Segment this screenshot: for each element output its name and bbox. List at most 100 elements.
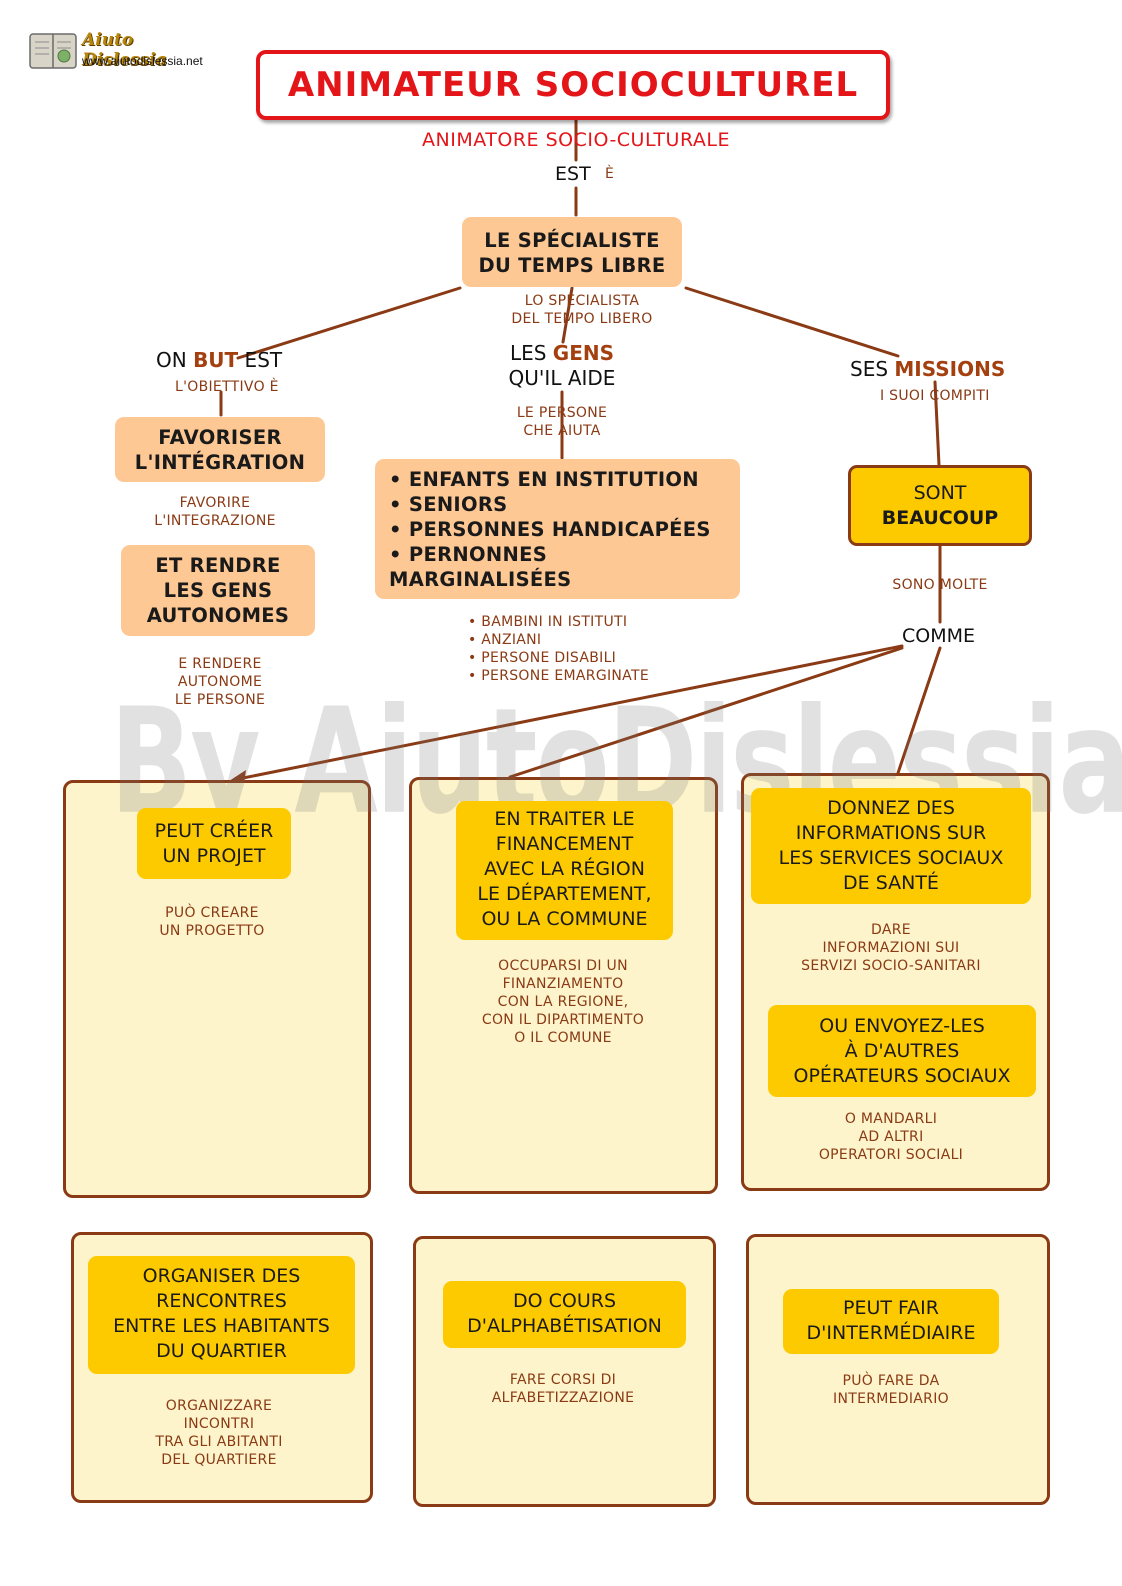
people-box: • ENFANTS EN INSTITUTION • SENIORS • PER…	[375, 459, 740, 599]
page-title: ANIMATEUR SOCIOCULTUREL	[287, 65, 859, 105]
line-comme-info	[896, 646, 942, 775]
rendre-translation-line3: LE PERSONE	[174, 692, 266, 708]
cours-line: DO COURS	[512, 1290, 616, 1312]
cours-translation-line: FARE CORSI DI	[509, 1372, 617, 1388]
link-gens-line2: QU'IL AIDE	[508, 366, 616, 390]
beaucoup-line2: BEAUCOUP	[881, 507, 999, 529]
logo-url: www.aiutodislessia.net	[82, 54, 203, 68]
rencontres-line: DU QUARTIER	[156, 1340, 287, 1362]
people-translation-item: • PERSONE EMARGINATE	[468, 668, 649, 684]
link-gens-translation: LE PERSONE CHE AIUTA	[482, 404, 642, 440]
intermediaire-translation: PUÒ FARE DA INTERMEDIARIO	[771, 1372, 1011, 1408]
link-missions-pre: SES	[850, 357, 895, 381]
line-comme-projet	[236, 644, 904, 781]
rencontres-translation-line: INCONTRI	[183, 1416, 255, 1432]
link-gens-translation-line1: LE PERSONE	[516, 405, 608, 421]
intermediaire-line: PEUT FAIR	[842, 1297, 939, 1319]
link-est-translation: È	[605, 166, 615, 182]
cours-translation-line: ALFABETIZZAZIONE	[491, 1390, 635, 1406]
rendre-translation-line1: E RENDERE	[178, 656, 262, 672]
financement-line: OU LA COMMUNE	[481, 908, 648, 930]
link-missions-key: MISSIONS	[894, 357, 1006, 381]
financement-translation: OCCUPARSI DI UN FINANZIAMENTO CON LA REG…	[453, 957, 673, 1047]
envoyer-translation: O MANDARLI AD ALTRI OPERATORI SOCIALI	[771, 1110, 1011, 1164]
logo[interactable]: Aiuto Dislessia www.aiutodislessia.net	[28, 30, 218, 74]
favoriser-translation-line1: FAVORIRE	[179, 495, 251, 511]
rencontres-translation: ORGANIZZARE INCONTRI TRA GLI ABITANTI DE…	[99, 1397, 339, 1469]
specialist-box: LE SPÉCIALISTE DU TEMPS LIBRE	[462, 217, 682, 287]
info-box: DONNEZ DES INFORMATIONS SUR LES SERVICES…	[751, 788, 1031, 904]
panel-intermediaire	[746, 1234, 1050, 1505]
rendre-box: ET RENDRE LES GENS AUTONOMES	[121, 545, 315, 636]
people-item: • PERSONNES HANDICAPÉES	[389, 518, 711, 541]
line-specialist-gens	[561, 286, 574, 344]
intermediaire-translation-line: PUÒ FARE DA	[842, 1373, 940, 1389]
intermediaire-translation-line: INTERMEDIARIO	[833, 1391, 949, 1407]
link-but-pre: ON	[156, 348, 194, 372]
rencontres-translation-line: ORGANIZZARE	[165, 1398, 273, 1414]
envoyer-line: OU ENVOYEZ-LES	[819, 1015, 985, 1037]
envoyer-line: À D'AUTRES	[844, 1040, 960, 1062]
projet-translation: PUÒ CREARE UN PROGETTO	[112, 904, 312, 940]
rencontres-line: ENTRE LES HABITANTS	[113, 1315, 330, 1337]
financement-translation-line: OCCUPARSI DI UN	[498, 958, 628, 974]
info-translation-line: INFORMAZIONI SUI	[822, 940, 960, 956]
link-missions-translation: I SUOI COMPITI	[880, 388, 990, 404]
rencontres-line: ORGANISER DES	[142, 1265, 301, 1287]
people-translation-item: • PERSONE DISABILI	[468, 650, 617, 666]
financement-line: FINANCEMENT	[495, 833, 634, 855]
people-item: • PERNONNES	[389, 543, 548, 566]
projet-line1: PEUT CRÉER	[154, 820, 274, 842]
people-item: • SENIORS	[389, 493, 508, 516]
projet-box: PEUT CRÉER UN PROJET	[137, 808, 291, 879]
link-est: EST	[555, 163, 591, 185]
projet-line2: UN PROJET	[162, 845, 266, 867]
info-line: DONNEZ DES	[827, 797, 955, 819]
favoriser-translation-line2: L'INTEGRAZIONE	[154, 513, 276, 529]
envoyer-line: OPÉRATEURS SOCIAUX	[793, 1065, 1011, 1087]
link-but: ON BUT EST	[156, 348, 282, 373]
rencontres-box: ORGANISER DES RENCONTRES ENTRE LES HABIT…	[88, 1256, 355, 1374]
financement-translation-line: CON IL DIPARTIMENTO	[481, 1012, 645, 1028]
specialist-translation: LO SPECIALISTA DEL TEMPO LIBERO	[462, 292, 702, 328]
link-gens-key: GENS	[552, 341, 615, 365]
rendre-translation: E RENDERE AUTONOME LE PERSONE	[120, 655, 320, 709]
link-but-key: BUT	[193, 348, 239, 372]
financement-line: EN TRAITER LE	[494, 808, 635, 830]
info-translation-line: DARE	[871, 922, 911, 938]
people-item: MARGINALISÉES	[389, 568, 572, 591]
line-specialist-but	[236, 286, 462, 360]
envoyer-translation-line: O MANDARLI	[844, 1111, 938, 1127]
rencontres-translation-line: TRA GLI ABITANTI	[155, 1434, 283, 1450]
link-gens: LES GENS QU'IL AIDE	[482, 341, 642, 391]
book-logo-icon	[29, 33, 77, 69]
favoriser-line2: L'INTÉGRATION	[134, 451, 306, 474]
title-box: ANIMATEUR SOCIOCULTUREL	[256, 50, 890, 120]
envoyer-box: OU ENVOYEZ-LES À D'AUTRES OPÉRATEURS SOC…	[768, 1005, 1036, 1097]
favoriser-box: FAVORISER L'INTÉGRATION	[115, 417, 325, 482]
rencontres-line: RENCONTRES	[156, 1290, 287, 1312]
rendre-line3: AUTONOMES	[146, 604, 290, 627]
projet-translation-line1: PUÒ CREARE	[165, 905, 259, 921]
financement-line: LE DÉPARTEMENT,	[477, 883, 652, 905]
cours-box: DO COURS D'ALPHABÉTISATION	[443, 1281, 686, 1348]
favoriser-line1: FAVORISER	[158, 426, 282, 449]
financement-box: EN TRAITER LE FINANCEMENT AVEC LA RÉGION…	[456, 801, 673, 940]
info-translation: DARE INFORMAZIONI SUI SERVIZI SOCIO-SANI…	[771, 921, 1011, 975]
people-item: • ENFANTS EN INSTITUTION	[389, 468, 699, 491]
financement-translation-line: CON LA REGIONE,	[497, 994, 629, 1010]
financement-translation-line: FINANZIAMENTO	[502, 976, 624, 992]
people-translation: • BAMBINI IN ISTITUTI • ANZIANI • PERSON…	[468, 613, 688, 685]
specialist-line2: DU TEMPS LIBRE	[478, 254, 666, 277]
link-missions: SES MISSIONS	[850, 357, 1005, 382]
beaucoup-box: SONT BEAUCOUP	[848, 465, 1032, 546]
rendre-translation-line2: AUTONOME	[177, 674, 263, 690]
specialist-translation-line1: LO SPECIALISTA	[524, 293, 640, 309]
rencontres-translation-line: DEL QUARTIERE	[161, 1452, 277, 1468]
link-but-post: EST	[238, 348, 283, 372]
info-line: INFORMATIONS SUR	[795, 822, 987, 844]
beaucoup-translation: SONO MOLTE	[892, 577, 988, 593]
beaucoup-line1: SONT	[913, 482, 967, 504]
link-but-translation: L'OBIETTIVO È	[175, 379, 279, 395]
info-translation-line: SERVIZI SOCIO-SANITARI	[801, 958, 981, 974]
